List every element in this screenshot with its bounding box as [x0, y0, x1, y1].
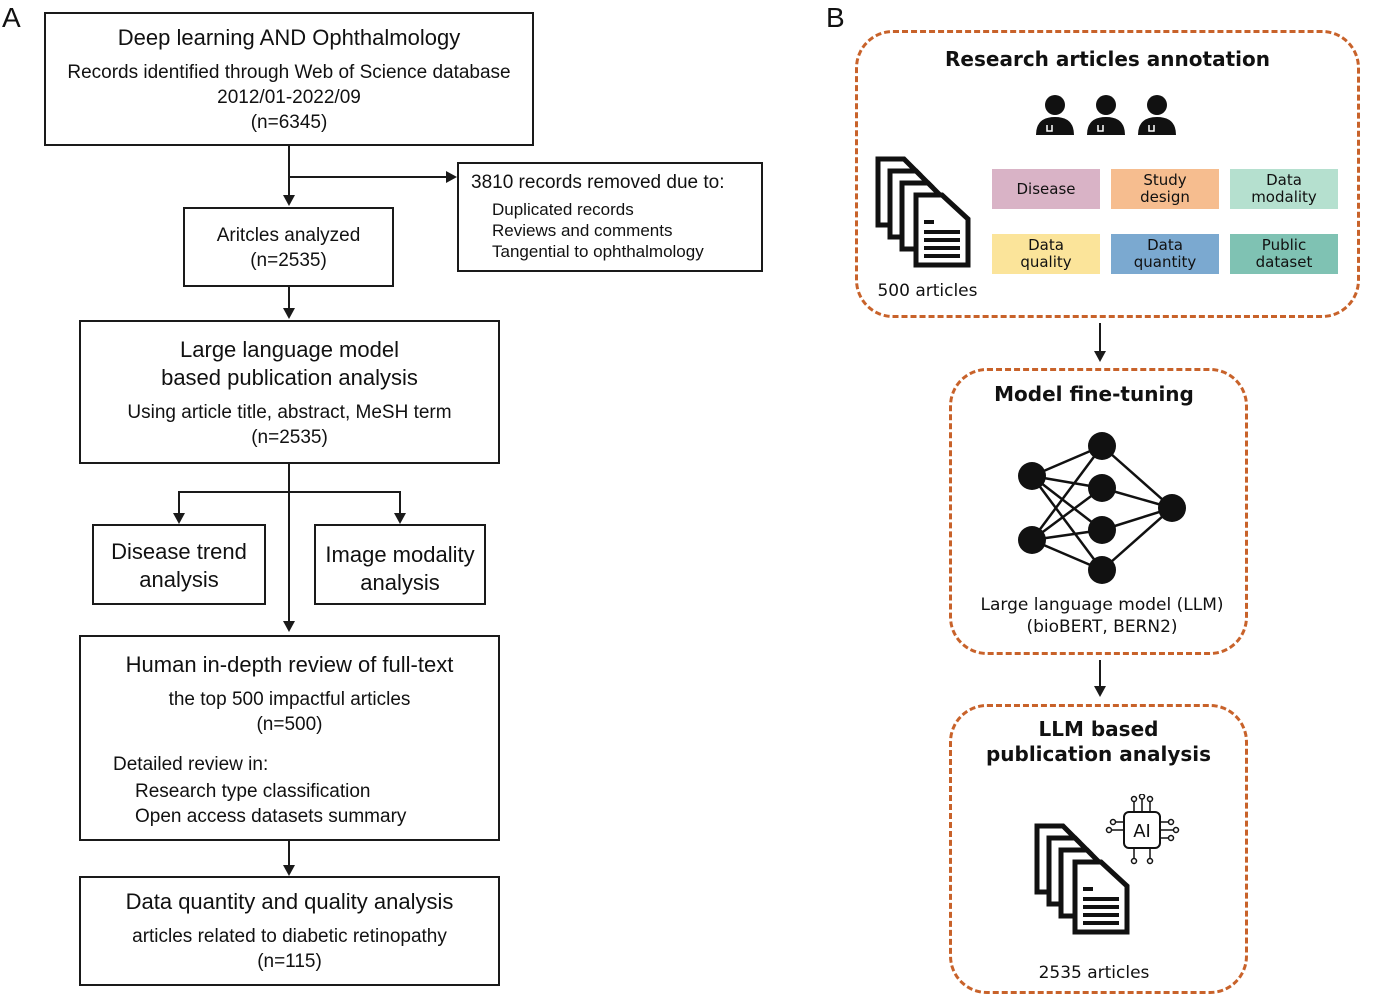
data-analysis-count: (n=115) [257, 951, 322, 972]
human-review-box: Human in-depth review of full-text the t… [79, 635, 500, 841]
data-analysis-box: Data quantity and quality analysis artic… [79, 876, 500, 986]
llm-count: (n=2535) [251, 427, 328, 448]
doctor-icon [1138, 95, 1176, 135]
panel-b-label: B [826, 2, 845, 33]
panel-a-label: A [2, 2, 21, 33]
detail-item: Research type classification [135, 781, 371, 802]
tag-label: dataset [1255, 253, 1313, 271]
removed-reason: Duplicated records [492, 200, 634, 219]
arrow-down-icon [283, 195, 295, 206]
tag-label: quantity [1133, 253, 1197, 271]
tag-label: Disease [1016, 179, 1076, 198]
connector [288, 464, 290, 622]
removed-box: 3810 records removed due to: Duplicated … [457, 162, 763, 272]
documents-icon [1034, 823, 1130, 935]
connector [288, 841, 290, 867]
finetune-model: Large language model (LLM) [980, 595, 1224, 615]
ai-chip-label: AI [1133, 821, 1151, 842]
connector [288, 287, 290, 309]
removed-reason: Reviews and comments [492, 221, 673, 240]
arrow-down-icon [283, 308, 295, 319]
search-title: Deep learning AND Ophthalmology [117, 25, 461, 50]
tag-label: Data [1028, 236, 1064, 254]
arrow-down-icon [394, 513, 406, 524]
data-analysis-sub: articles related to diabetic retinopathy [132, 926, 447, 947]
disease-trend-line2: analysis [139, 567, 219, 592]
analysis-title-1: LLM based [1038, 717, 1159, 741]
image-modality-line1: Image modality [325, 542, 475, 567]
search-range: 2012/01-2022/09 [217, 87, 361, 108]
arrow-down-icon [1094, 351, 1106, 362]
connector [1099, 323, 1101, 353]
doctor-icon [1036, 95, 1074, 135]
search-count: (n=6345) [250, 112, 328, 133]
detail-item: Open access datasets summary [135, 806, 407, 827]
analyzed-count: (n=2535) [250, 250, 327, 271]
llm-title-2: based publication analysis [161, 365, 418, 390]
ai-chip-icon: AI [1105, 794, 1180, 865]
detail-heading: Detailed review in: [113, 754, 269, 775]
neural-network-icon [1018, 432, 1186, 584]
arrow-down-icon [1094, 686, 1106, 697]
annotation-panel [855, 30, 1360, 318]
search-box: Deep learning AND Ophthalmology Records … [44, 12, 534, 146]
arrow-right-icon [446, 171, 457, 183]
tag-disease: Disease [992, 169, 1100, 209]
search-source: Records identified through Web of Scienc… [67, 62, 511, 83]
analysis-title-2: publication analysis [985, 742, 1212, 766]
finetune-model-names: (bioBERT, BERN2) [1026, 617, 1178, 637]
doctors-icon [1036, 95, 1176, 135]
connector [288, 146, 290, 196]
arrow-down-icon [173, 513, 185, 524]
finetune-panel [949, 368, 1248, 655]
analysis-articles-count: 2535 articles [1038, 963, 1150, 983]
tag-label: Data [1266, 171, 1302, 189]
finetune-title: Model fine-tuning [994, 382, 1194, 406]
tag-label: Public [1261, 236, 1307, 254]
tag-label: quality [1020, 253, 1072, 271]
llm-title-1: Large language model [180, 337, 399, 362]
annotation-title: Research articles annotation [945, 47, 1270, 71]
tag-label: Study [1143, 171, 1187, 189]
disease-trend-line1: Disease trend [111, 539, 247, 564]
tag-label: modality [1251, 188, 1317, 206]
image-modality-line2: analysis [360, 570, 440, 595]
removed-reason: Tangential to ophthalmology [492, 242, 704, 261]
doctor-icon [1087, 95, 1125, 135]
arrow-down-icon [283, 621, 295, 632]
human-review-title: Human in-depth review of full-text [125, 652, 454, 677]
tag-label: Data [1147, 236, 1183, 254]
tag-label: design [1140, 188, 1190, 206]
connector [178, 491, 180, 515]
connector [1099, 660, 1101, 688]
analyzed-title: Aritcles analyzed [216, 225, 361, 246]
human-review-count: (n=500) [256, 714, 323, 735]
llm-analysis-box: Large language model based publication a… [79, 320, 500, 464]
documents-icon [875, 156, 971, 268]
removed-title: 3810 records removed due to: [471, 172, 725, 193]
connector [289, 176, 447, 178]
arrow-down-icon [283, 865, 295, 876]
llm-sub: Using article title, abstract, MeSH term [127, 402, 452, 423]
analysis-panel [949, 704, 1248, 994]
human-review-sub: the top 500 impactful articles [168, 689, 411, 710]
connector [178, 491, 401, 493]
image-modality-box: Image modality analysis [314, 524, 486, 605]
annotation-articles-count: 500 articles [877, 281, 978, 301]
analyzed-box: Aritcles analyzed (n=2535) [183, 207, 394, 287]
disease-trend-box: Disease trend analysis [92, 524, 266, 605]
connector [399, 491, 401, 515]
data-analysis-title: Data quantity and quality analysis [125, 889, 454, 914]
